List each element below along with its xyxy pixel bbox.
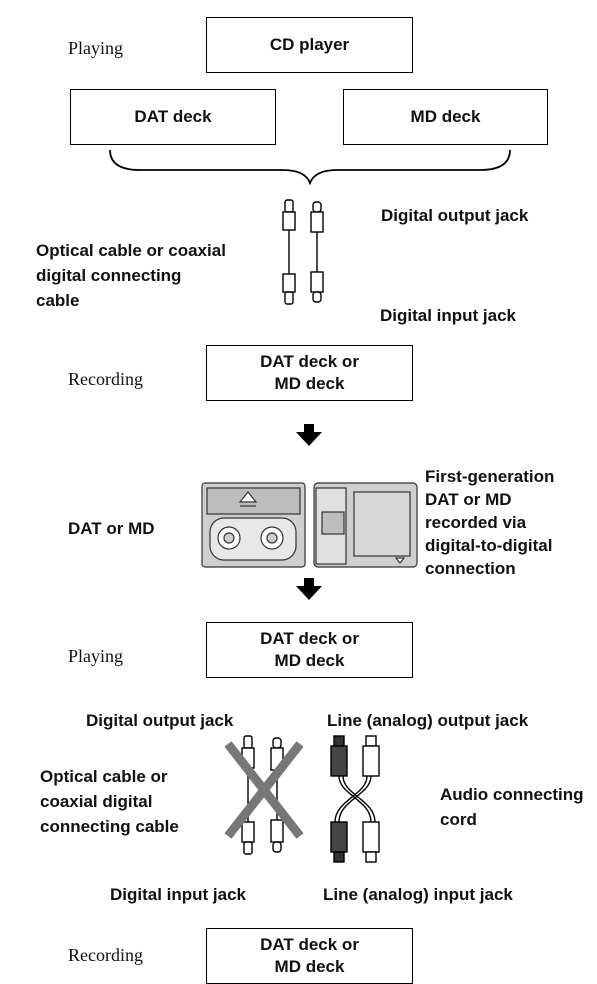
cd-player-label: CD player [269, 35, 350, 54]
player-box-bottom: DAT deck or MD deck [206, 622, 413, 678]
line-output-jack-label: Line (analog) output jack [327, 711, 529, 730]
down-arrow-icon-1 [296, 424, 322, 446]
cd-player-box: CD player [206, 17, 413, 73]
md-deck-box: MD deck [343, 89, 548, 145]
recording-label-bottom: Recording [68, 945, 143, 965]
dat-deck-label: DAT deck [134, 107, 212, 126]
cable-label-bottom: Optical cable or coaxial digital connect… [40, 767, 179, 836]
line-input-jack-label: Line (analog) input jack [323, 885, 513, 904]
dat-cassette-icon [201, 482, 306, 568]
media-label: DAT or MD [68, 519, 155, 538]
playing-label-bottom: Playing [68, 646, 124, 666]
audio-cord-label: Audio connecting cord [440, 785, 584, 829]
digital-input-jack-label-top: Digital input jack [380, 306, 517, 325]
recording-label-top: Recording [68, 369, 143, 389]
cable-label-top: Optical cable or coaxial digital connect… [36, 241, 226, 310]
digital-input-jack-label-bottom: Digital input jack [110, 885, 247, 904]
md-disc-icon [313, 482, 418, 568]
digital-output-jack-label-top: Digital output jack [381, 206, 529, 225]
playing-label-top: Playing [68, 38, 124, 58]
audio-cord-icon [330, 735, 380, 863]
md-deck-label: MD deck [410, 107, 481, 126]
prohibited-cross-icon [224, 741, 304, 839]
digital-output-jack-label-bottom: Digital output jack [86, 711, 234, 730]
down-arrow-icon-2 [296, 578, 322, 600]
dat-deck-box: DAT deck [70, 89, 276, 145]
cable-pair-icon-top [282, 199, 324, 305]
brace-shape [109, 149, 511, 186]
media-description: First-generation DAT or MD recorded via … [425, 467, 555, 578]
recorder-box-bottom: DAT deck or MD deck [206, 928, 413, 984]
recorder-box-top: DAT deck or MD deck [206, 345, 413, 401]
